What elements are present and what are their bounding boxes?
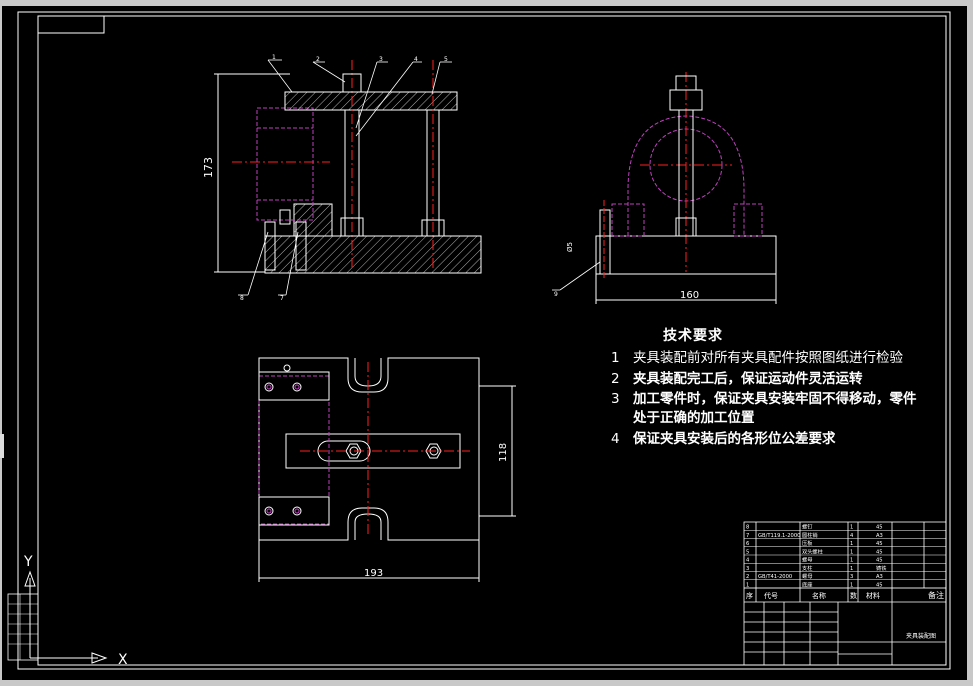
front-pin-left — [264, 221, 276, 271]
bom-cell-name: 圆柱销 — [802, 531, 818, 539]
tech-item-2: 2 夹具装配完工后，保证运动件灵活运转 — [611, 367, 863, 387]
dim-hole-text: Ø5 — [566, 242, 574, 252]
tech-item-4-num: 4 — [611, 431, 620, 447]
front-bottom-nut-right — [421, 219, 445, 237]
bom-cell-material: A3 — [876, 574, 883, 580]
bom-header-code: 代号 — [764, 591, 778, 600]
tech-item-3-text: 加工零件时，保证夹具安装牢固不得移动，零件 — [633, 391, 917, 407]
bom-cell-name: 螺钉 — [802, 523, 812, 531]
window-right-border — [967, 0, 973, 686]
tech-item-3: 3 加工零件时，保证夹具安装牢固不得移动，零件 — [611, 387, 917, 407]
balloon-3: 3 — [379, 56, 383, 63]
sheet-outer-border — [17, 11, 951, 670]
tech-item-3-cont-text: 处于正确的加工位置 — [633, 410, 755, 426]
bom-cell-name: 螺母 — [802, 572, 812, 580]
balloon-2: 2 — [316, 56, 320, 63]
tech-item-1-num: 1 — [611, 350, 620, 366]
top-workpiece-hidden — [258, 375, 330, 525]
top-locator-lower — [258, 496, 330, 526]
bom-cell-name: 双头螺柱 — [802, 547, 823, 555]
bom-cell-qty: 1 — [850, 582, 853, 588]
ucs-icon: Y X — [7, 554, 128, 668]
bom-cell-qty: 1 — [850, 549, 853, 555]
side-bottom-nut — [675, 217, 697, 237]
balloon-1: 1 — [272, 54, 276, 61]
tech-requirements-title: 技术要求 — [663, 328, 723, 344]
bom-cell-no: 1 — [746, 582, 749, 588]
tech-item-1-text: 夹具装配前对所有夹具配件按照图纸进行检验 — [633, 350, 903, 366]
balloon-9: 9 — [554, 291, 558, 298]
top-locator-upper — [258, 371, 330, 401]
ucs-y-label: Y — [23, 554, 33, 570]
bom-cell-material: 45 — [876, 525, 883, 531]
tech-item-2-text: 夹具装配完工后，保证运动件灵活运转 — [633, 371, 863, 387]
front-top-nut — [342, 73, 362, 93]
balloon-4: 4 — [414, 56, 418, 63]
top-base-outline — [258, 357, 480, 541]
title-block-name: 夹具装配图 — [906, 632, 936, 640]
dim-118-text: 118 — [498, 443, 509, 462]
bom-cell-no: 5 — [746, 549, 749, 555]
front-pin-right — [295, 221, 307, 271]
bom-cell-material: 铸铁 — [876, 564, 886, 572]
bom-cell-qty: 3 — [850, 574, 853, 580]
sheet-inner-border — [37, 15, 947, 666]
balloon-8: 8 — [240, 295, 244, 302]
workpiece-hidden-outline — [256, 107, 314, 221]
bom-header-no: 序 — [746, 591, 753, 600]
balloon-7: 7 — [280, 295, 284, 302]
front-base — [264, 235, 482, 274]
bom-cell-material: 45 — [876, 541, 883, 547]
bom-cell-code: GB/T41-2000 — [758, 574, 792, 580]
bom-cell-no: 4 — [746, 558, 750, 564]
tech-item-4-text: 保证夹具安装后的各形位公差要求 — [633, 431, 836, 447]
tech-item-1: 1 夹具装配前对所有夹具配件按照图纸进行检验 — [611, 346, 903, 366]
front-clamp-plate — [284, 91, 458, 111]
bom-header-note: 备注 — [928, 590, 944, 600]
window-bottom-border — [0, 680, 973, 686]
tech-item-2-num: 2 — [611, 371, 620, 387]
side-view: 160 Ø5 9 — [552, 72, 777, 304]
window-left-border — [0, 0, 2, 686]
bom-cell-name: 压板 — [802, 539, 813, 547]
front-view: 173 1 2 3 4 5 8 7 — [202, 54, 482, 302]
bom-cell-no: 2 — [746, 574, 749, 580]
bom-cell-name: 支柱 — [802, 564, 812, 572]
ucs-x-label: X — [118, 652, 128, 668]
bom-cell-code: GB/T119.1-2000 — [758, 533, 800, 539]
side-scroll-handle[interactable] — [0, 434, 4, 458]
tech-item-4: 4 保证夹具安装后的各形位公差要求 — [611, 427, 836, 447]
bom-cell-material: 45 — [876, 582, 883, 588]
dim-160-text: 160 — [680, 290, 699, 301]
bom-cell-no: 3 — [746, 566, 749, 572]
bom-cell-no: 6 — [746, 541, 749, 547]
top-view: 193 118 — [258, 357, 516, 582]
front-bottom-nut-left — [340, 217, 364, 237]
bom-cell-qty: 1 — [850, 558, 853, 564]
dim-173-text: 173 — [202, 157, 215, 178]
bom-cell-material: 45 — [876, 558, 883, 564]
bom-cell-name: 螺母 — [802, 556, 812, 564]
bom-cell-material: 45 — [876, 549, 883, 555]
bom-cell-qty: 1 — [850, 525, 853, 531]
bom-cell-qty: 1 — [850, 566, 853, 572]
sheet-corner-label-box — [37, 15, 105, 34]
bom-cell-name: 底座 — [802, 580, 812, 588]
top-clamp-plate — [285, 433, 461, 469]
tech-item-3-cont: 处于正确的加工位置 — [611, 406, 755, 426]
bom-cell-qty: 1 — [850, 541, 853, 547]
bom-header-qty: 数 — [850, 591, 857, 600]
bom-cell-no: 7 — [746, 533, 749, 539]
bom-cell-qty: 4 — [850, 533, 854, 539]
tech-item-3-num: 3 — [611, 391, 620, 407]
window-top-border — [0, 0, 973, 6]
bom-header-material: 材料 — [866, 591, 880, 600]
balloon-5: 5 — [444, 56, 448, 63]
bom-cell-no: 8 — [746, 525, 749, 531]
bom-header-name: 名称 — [812, 591, 826, 600]
dim-193-text: 193 — [364, 568, 383, 579]
bom-cell-material: A3 — [876, 533, 883, 539]
